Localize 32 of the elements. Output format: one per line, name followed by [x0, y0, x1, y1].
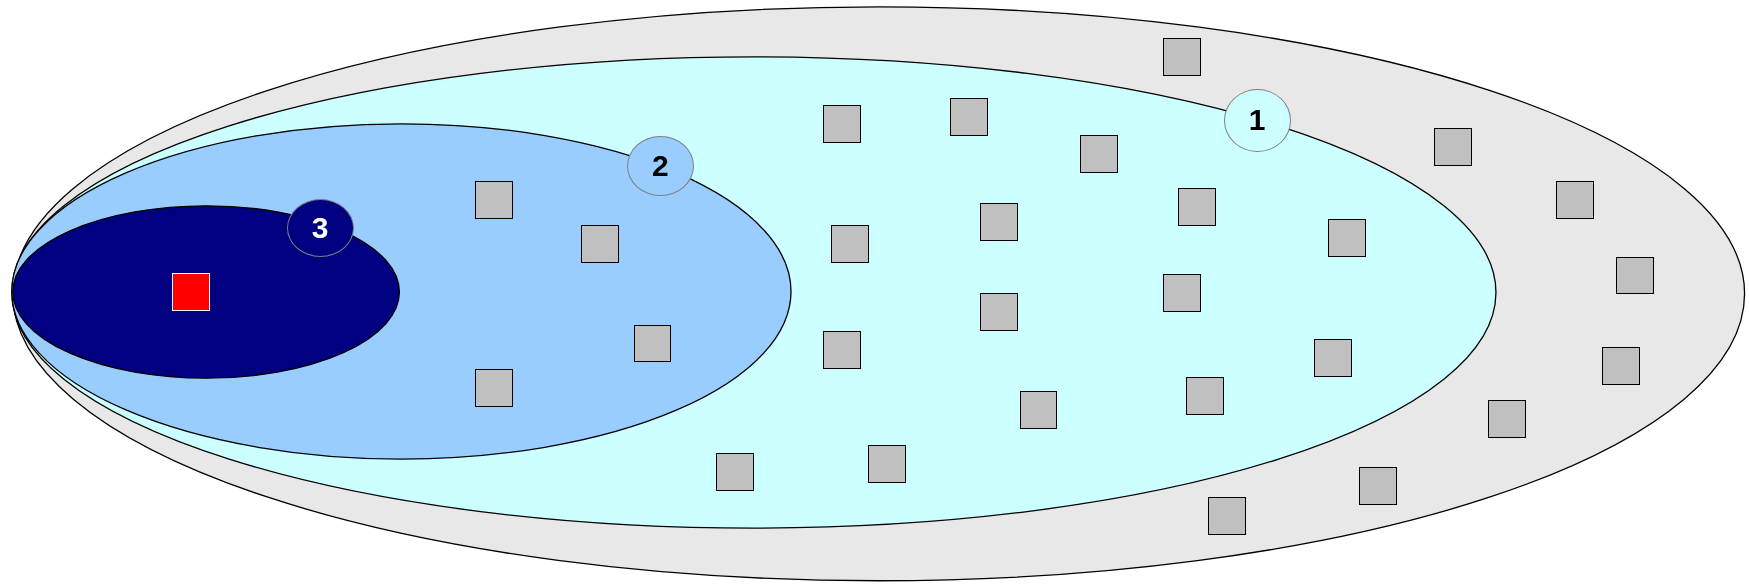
square-marker — [1434, 128, 1473, 167]
square-marker — [867, 445, 906, 483]
square-marker — [950, 98, 989, 137]
ellipse-region — [11, 122, 792, 460]
square-marker — [1208, 497, 1246, 536]
square-marker — [1185, 377, 1224, 415]
square-marker — [823, 104, 862, 143]
square-marker — [581, 225, 620, 264]
ellipse-region — [12, 205, 401, 380]
square-marker — [1358, 467, 1397, 506]
square-marker — [171, 273, 210, 312]
ellipse-region — [11, 55, 1497, 529]
square-marker — [1163, 37, 1202, 76]
square-marker — [831, 225, 869, 264]
square-marker — [1556, 180, 1594, 219]
square-marker — [1163, 274, 1202, 313]
square-marker — [633, 324, 672, 363]
square-marker — [980, 203, 1019, 241]
square-marker — [1019, 391, 1058, 430]
square-marker — [1488, 400, 1526, 439]
square-marker — [1616, 256, 1655, 295]
square-marker — [823, 331, 862, 370]
square-marker — [1313, 339, 1352, 377]
square-marker — [1177, 188, 1216, 227]
square-marker — [475, 180, 514, 219]
square-marker — [980, 293, 1019, 332]
square-marker — [1328, 218, 1367, 257]
square-marker — [1079, 134, 1118, 173]
square-marker — [716, 452, 755, 491]
square-marker — [1601, 346, 1640, 385]
ellipse-region — [12, 5, 1746, 582]
square-marker — [475, 369, 514, 408]
